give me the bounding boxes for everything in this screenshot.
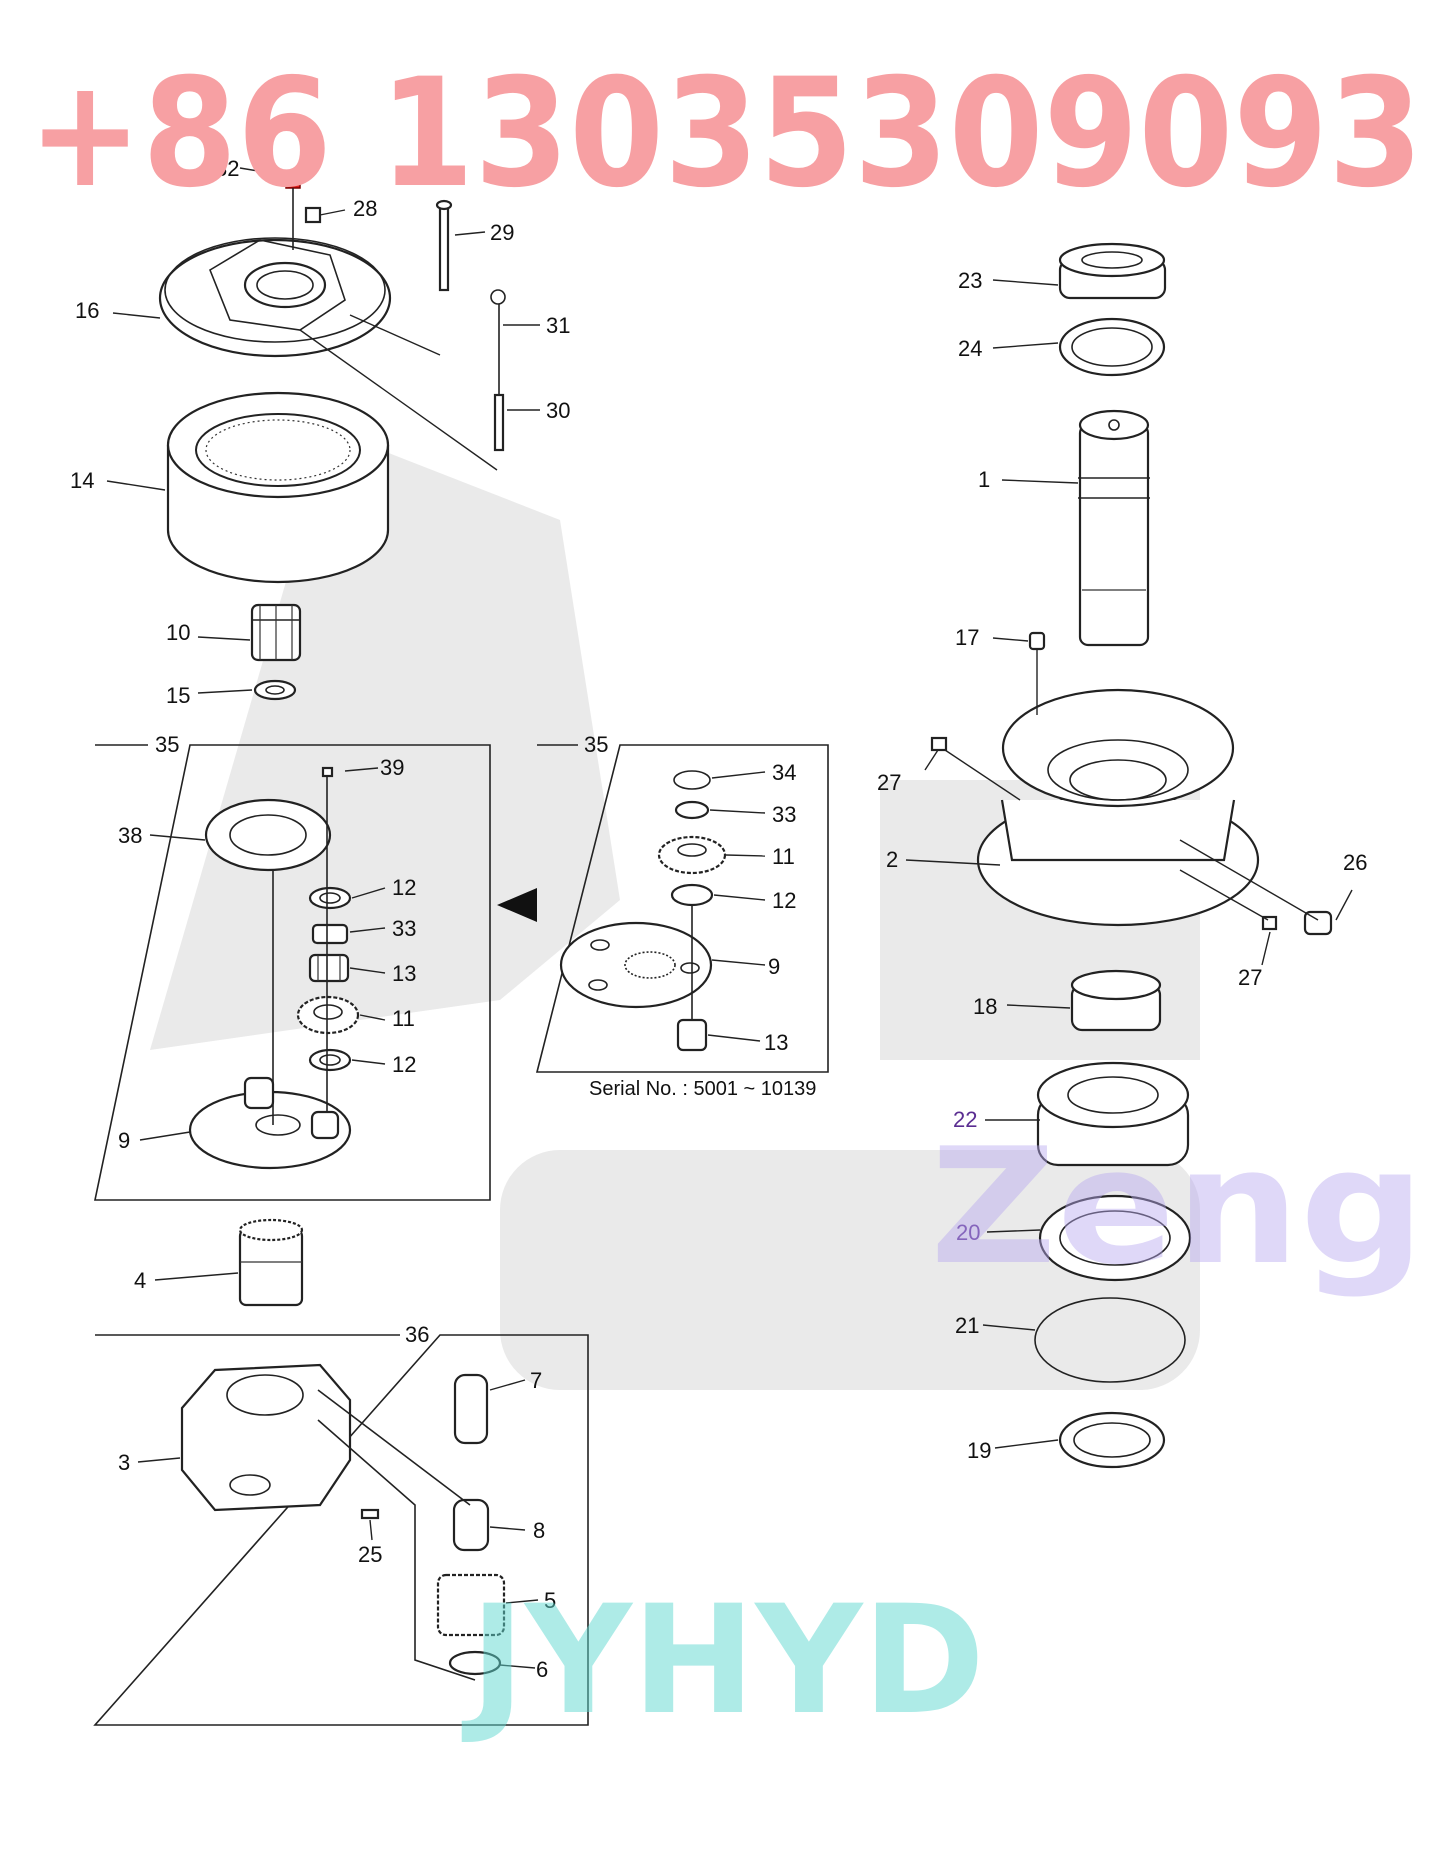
callout-15: 15 — [166, 683, 190, 708]
part-19-collar — [1058, 1411, 1166, 1469]
callout-29: 29 — [490, 220, 514, 245]
part-12-washer-b — [308, 1048, 352, 1072]
part-27-plug-a — [930, 736, 948, 752]
box-group-36 — [93, 1334, 589, 1726]
callout-13-a: 13 — [392, 961, 416, 986]
callout-26: 26 — [1343, 850, 1367, 875]
callout-9-a: 9 — [118, 1128, 130, 1153]
box-36-label: 36 — [405, 1322, 429, 1347]
callout-6: 6 — [536, 1657, 548, 1682]
part-2-housing — [976, 688, 1260, 927]
part-17-pin — [1028, 631, 1046, 651]
part-8-sleeve — [452, 1498, 490, 1552]
callout-12-c: 12 — [772, 888, 796, 913]
jyhyd-watermark: JYHYD — [461, 1574, 985, 1748]
part-9-carrier-b — [559, 921, 713, 1009]
box-35-left-label: 35 — [155, 732, 179, 757]
callout-33-b: 33 — [772, 802, 796, 827]
box-35-right-label: 35 — [584, 732, 608, 757]
callout-1: 1 — [978, 467, 990, 492]
part-3-planet-carrier — [180, 1363, 352, 1512]
part-10-bearing — [250, 603, 302, 662]
part-33-bushing-b — [674, 800, 710, 820]
callout-7: 7 — [530, 1368, 542, 1393]
callout-33-a: 33 — [392, 916, 416, 941]
part-11-gear-b — [657, 835, 727, 875]
part-32-red-plug — [285, 171, 301, 250]
arrow-marker — [497, 888, 537, 922]
callout-5: 5 — [544, 1588, 556, 1613]
part-1-shaft — [1078, 409, 1150, 647]
part-13-bearing-a — [308, 953, 350, 983]
part-21-snap-ring — [1034, 1297, 1186, 1383]
phone-watermark: +86 13035309093 — [28, 47, 1423, 221]
callout-27-a: 27 — [877, 770, 901, 795]
callout-21: 21 — [955, 1313, 979, 1338]
callout-31: 31 — [546, 313, 570, 338]
callout-18: 18 — [973, 994, 997, 1019]
callout-4: 4 — [134, 1268, 146, 1293]
callout-38: 38 — [118, 823, 142, 848]
callout-32: 32 — [215, 156, 239, 181]
part-15-washer — [253, 679, 297, 701]
part-38-plate — [204, 798, 332, 872]
callout-24: 24 — [958, 336, 982, 361]
callout-8: 8 — [533, 1518, 545, 1543]
callout-12-a: 12 — [392, 875, 416, 900]
callout-19: 19 — [967, 1438, 991, 1463]
callout-16: 16 — [75, 298, 99, 323]
part-20-seal-ring — [1038, 1194, 1192, 1282]
callout-30: 30 — [546, 398, 570, 423]
part-12-washer-a — [308, 886, 352, 910]
part-16-cover — [158, 237, 392, 358]
part-5-planet-gear — [436, 1573, 506, 1637]
part-7-pin — [453, 1373, 489, 1445]
box-group-35-left — [94, 744, 491, 1201]
part-39-screw — [321, 766, 334, 840]
callout-39: 39 — [380, 755, 404, 780]
serial-number-note: Serial No. : 5001 ~ 10139 — [589, 1078, 816, 1100]
part-25-pin-small — [360, 1508, 380, 1520]
part-9-carrier-a — [188, 1076, 352, 1170]
part-30-31-dipstick — [490, 289, 506, 452]
zeng-watermark: Zeng — [930, 1113, 1425, 1300]
part-4-sun-gear — [238, 1218, 304, 1307]
part-11-gear-a — [296, 995, 360, 1035]
part-23-bearing — [1058, 242, 1167, 300]
callout-10: 10 — [166, 620, 190, 645]
part-22-bearing-large — [1036, 1061, 1190, 1167]
callout-28: 28 — [353, 196, 377, 221]
callout-13-b: 13 — [764, 1030, 788, 1055]
part-33-bushing-a — [311, 923, 349, 945]
callout-12-b: 12 — [392, 1052, 416, 1077]
callout-25: 25 — [358, 1542, 382, 1567]
callout-2: 2 — [886, 847, 898, 872]
callout-20: 20 — [956, 1220, 980, 1245]
callout-14: 14 — [70, 468, 94, 493]
part-24-seal — [1058, 317, 1166, 377]
callout-17: 17 — [955, 625, 979, 650]
part-6-washer — [448, 1650, 502, 1676]
callout-34: 34 — [772, 760, 796, 785]
part-12-washer-c — [670, 883, 714, 907]
part-34-snap-ring — [673, 770, 711, 790]
callout-labels: 32 28 29 16 31 30 14 10 15 35 39 38 12 3… — [70, 156, 1367, 1682]
callout-9-b: 9 — [768, 954, 780, 979]
callout-3: 3 — [118, 1450, 130, 1475]
part-26-plug — [1303, 910, 1333, 936]
part-14-ring-gear — [166, 391, 390, 584]
part-13-bearing-b — [676, 1018, 708, 1052]
callout-27-b: 27 — [1238, 965, 1262, 990]
part-27-plug-b — [1261, 915, 1278, 931]
callout-23: 23 — [958, 268, 982, 293]
callout-11-a: 11 — [392, 1006, 415, 1031]
callout-11-b: 11 — [772, 844, 795, 869]
callout-22: 22 — [953, 1107, 977, 1132]
part-18-bushing — [1070, 969, 1162, 1032]
part-29-bolt — [435, 199, 453, 292]
